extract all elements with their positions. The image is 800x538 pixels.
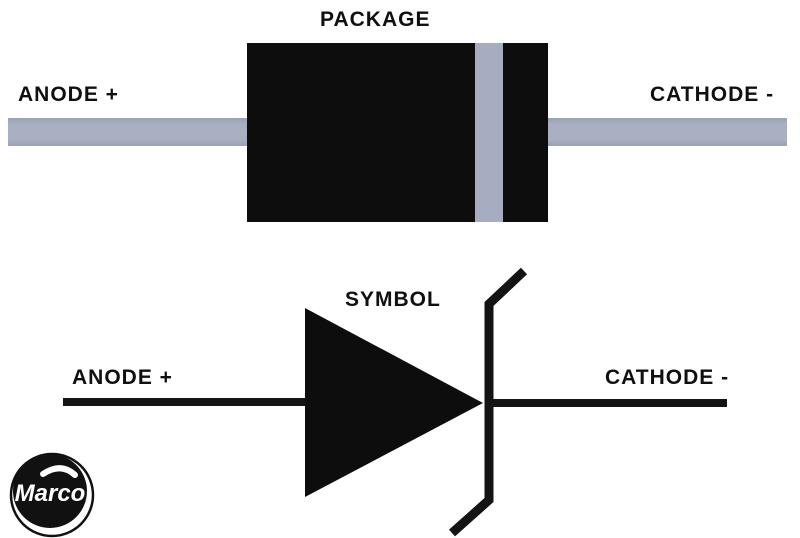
package-cathode-band	[503, 43, 548, 222]
package-body	[247, 43, 475, 222]
marco-logo-ring	[9, 452, 95, 538]
symbol-title: SYMBOL	[345, 288, 441, 311]
symbol-cathode-label: CATHODE -	[605, 366, 730, 389]
package-anode-lead	[8, 118, 247, 146]
symbol-zener-bar	[449, 267, 528, 537]
marco-logo: Marco	[5, 448, 97, 538]
package-cathode-label: CATHODE -	[650, 83, 775, 106]
marco-logo-graphic: Marco	[9, 452, 95, 538]
package-cathode-lead	[548, 118, 787, 146]
marco-logo-text: Marco	[15, 480, 86, 507]
symbol-triangle	[305, 308, 483, 497]
package-anode-label: ANODE +	[18, 83, 119, 106]
package-polarity-stripe	[475, 43, 503, 222]
symbol-anode-label: ANODE +	[72, 366, 173, 389]
marco-logo-swoosh	[40, 465, 78, 478]
package-title: PACKAGE	[320, 8, 431, 31]
